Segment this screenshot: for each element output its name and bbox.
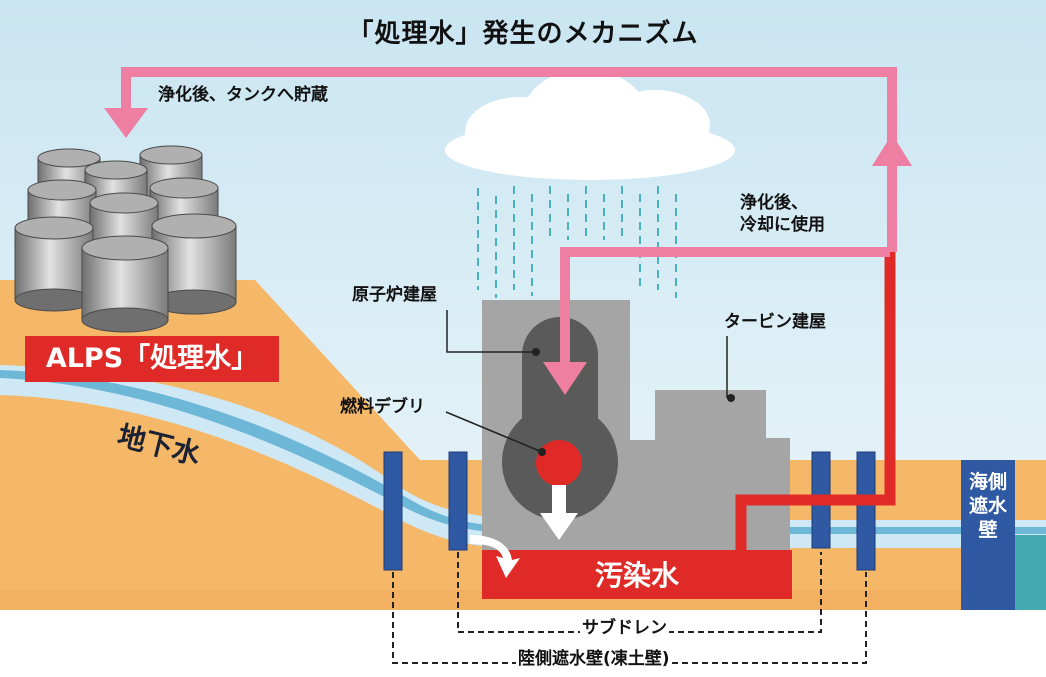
storage-tanks — [14, 145, 237, 333]
label-fuel-debris: 燃料デブリ — [340, 397, 425, 417]
leader-dots — [532, 348, 735, 456]
label-tank-storage: 浄化後、タンクへ貯蔵 — [158, 85, 328, 105]
sea-side-wall — [961, 460, 1015, 610]
red-pipe — [735, 252, 896, 552]
sea — [1010, 535, 1046, 610]
rain — [477, 186, 677, 298]
label-reactor-building: 原子炉建屋 — [352, 285, 437, 305]
label-alps-treated-water: ALPS「処理水」 — [25, 336, 279, 382]
cloud — [445, 70, 735, 180]
label-cooling: 浄化後、 冷却に使用 — [740, 192, 825, 236]
label-sea-side-wall: 海側遮水壁 — [968, 471, 1007, 541]
fuel-debris — [536, 440, 582, 486]
label-land-side-wall: 陸側遮水壁(凍土壁) — [516, 649, 672, 670]
inflow-arrow — [470, 535, 520, 578]
label-contaminated-water: 汚染水 — [594, 559, 679, 592]
up-arrowhead — [872, 134, 912, 166]
diagram-title: 「処理水」発生のメカニズム — [347, 19, 699, 49]
label-turbine-building: タービン建屋 — [724, 312, 826, 332]
groundwater-core — [0, 370, 1046, 534]
leak-arrow — [540, 485, 578, 540]
tank-arrowhead — [104, 108, 148, 138]
cooling-arrowhead — [543, 362, 587, 395]
pink-flow-cooling — [560, 247, 890, 365]
label-cooling-line1: 浄化後、 — [740, 193, 808, 213]
contaminated-water-pool — [482, 550, 792, 599]
label-cooling-line2: 冷却に使用 — [740, 215, 825, 236]
label-subdrain: サブドレン — [580, 618, 669, 639]
leader-lines — [445, 310, 728, 453]
